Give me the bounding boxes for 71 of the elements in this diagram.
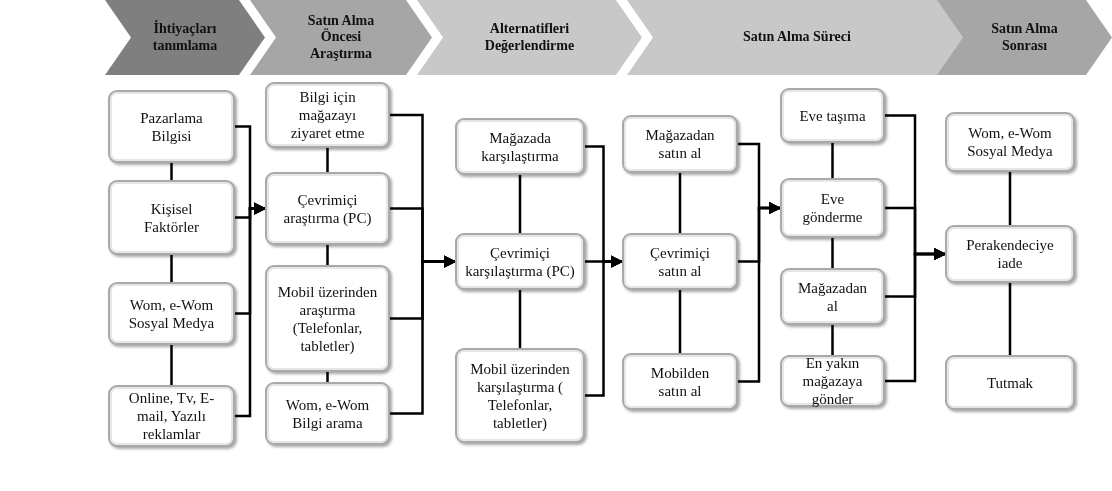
process-box — [455, 348, 585, 443]
box-label: Wom, e-Wom Sosyal Medya — [127, 295, 216, 332]
arrow — [738, 201, 782, 383]
box-label: Perakendeciye iade — [965, 236, 1055, 272]
process-box — [622, 353, 738, 410]
box-label: Kişisel Faktörler — [143, 199, 200, 236]
box-label: Çevrimiçi satın al — [649, 243, 711, 280]
process-box — [945, 225, 1075, 283]
box-label: Wom, e-Wom Bilgi arama — [284, 395, 371, 432]
connector-line — [326, 148, 329, 172]
arrow — [390, 255, 457, 415]
connector-line — [678, 173, 682, 233]
stage-label: Satın Alma Süreci — [743, 29, 851, 46]
box-label: Mobil üzerinden araştırma (Telefonlar, tabletler) — [276, 282, 379, 355]
process-box — [265, 82, 390, 148]
box-label: Bilgi için mağazayı ziyaret etme — [289, 88, 366, 142]
connector-line — [1008, 172, 1012, 225]
connector-line — [170, 255, 173, 282]
connector-line — [831, 143, 834, 178]
stage-label: Alternatifleri Değerlendirme — [483, 21, 576, 54]
box-label: Çevrimiçi araştırma (PC) — [282, 190, 373, 227]
process-box — [780, 178, 885, 238]
box-label: En yakın mağazaya gönder — [801, 354, 864, 408]
box-label: Mağazadan al — [796, 278, 869, 315]
stage-label: İhtiyaçları tanımlama — [151, 21, 219, 54]
connector-line — [518, 290, 522, 348]
connector-line — [326, 245, 329, 265]
process-box — [622, 115, 738, 173]
box-label: Wom, e-Wom Sosyal Medya — [966, 124, 1054, 160]
box-label: Mobil üzerinden karşılaştırma ( Telefonlar, tabletler) — [469, 359, 571, 432]
box-label: Tutmak — [985, 373, 1035, 392]
process-box — [265, 172, 390, 245]
connector-line — [170, 163, 173, 180]
connector-line — [326, 372, 329, 382]
arrow — [885, 247, 947, 383]
process-box — [455, 118, 585, 175]
box-label: Eve gönderme — [801, 190, 864, 226]
process-box — [780, 88, 885, 143]
stage-header — [250, 0, 432, 75]
process-box — [265, 265, 390, 372]
box-label: Online, Tv, E-mail, Yazılı reklamlar — [127, 389, 216, 443]
process-box — [780, 355, 885, 407]
process-box — [108, 90, 235, 163]
arrow — [585, 255, 624, 397]
connector-line — [518, 175, 522, 233]
box-label: Çevrimiçi karşılaştırma (PC) — [464, 243, 576, 280]
connector-line — [831, 325, 834, 355]
stage-label: Satın Alma Öncesi Araştırma — [306, 13, 376, 62]
stage-header — [937, 0, 1112, 75]
process-box — [108, 282, 235, 345]
process-box — [265, 382, 390, 445]
stage-header — [417, 0, 642, 75]
process-box — [622, 233, 738, 290]
process-box — [945, 355, 1075, 410]
process-box — [455, 233, 585, 290]
process-box — [945, 112, 1075, 172]
stage-header — [105, 0, 265, 75]
connector-line — [678, 290, 682, 353]
box-label: Mobilden satın al — [649, 363, 711, 400]
box-label: Pazarlama Bilgisi — [139, 108, 204, 145]
stage-label: Satın Alma Sonrası — [990, 21, 1059, 54]
process-box — [108, 180, 235, 255]
box-label: Mağazadan satın al — [644, 126, 716, 162]
connector-line — [170, 345, 173, 385]
arrow — [235, 202, 267, 418]
box-label: Mağazada karşılaştırma — [480, 128, 560, 165]
connector-line — [1008, 283, 1012, 355]
process-box — [780, 268, 885, 325]
process-box — [108, 385, 235, 447]
connector-line — [831, 238, 834, 268]
box-label: Eve taşıma — [798, 106, 867, 125]
